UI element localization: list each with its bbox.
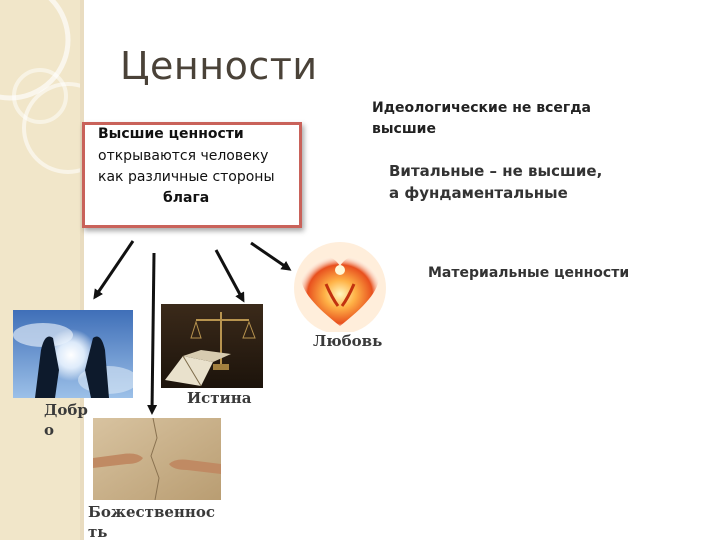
- label-dobro-1: Добр: [44, 401, 88, 419]
- vital-line-2: а фундаментальные: [389, 184, 568, 202]
- label-istina: Истина: [187, 389, 252, 407]
- arrow-to-dobro: [93, 240, 135, 300]
- arrow-to-istina: [214, 249, 245, 303]
- material-values: Материальные ценности: [428, 265, 630, 281]
- decorative-sidebar: [0, 0, 114, 540]
- slide-title: Ценности: [120, 44, 318, 88]
- label-dobro-2: о: [44, 421, 55, 439]
- lyubov-heart-image: [292, 240, 388, 332]
- vital-line-1: Витальные – не высшие,: [389, 162, 603, 180]
- label-bozhestvennost-2: ть: [88, 523, 108, 541]
- box-line-2: открываются человеку: [98, 148, 269, 164]
- bozhestvennost-image: [93, 418, 221, 500]
- box-line-1: Высшие ценности: [98, 126, 244, 142]
- istina-image: [161, 304, 263, 388]
- arrow-to-bozhestvennost: [147, 252, 158, 415]
- ideological-line-2: высшие: [372, 121, 436, 137]
- arrow-to-lyubov: [250, 241, 292, 271]
- label-lyubov: Любовь: [313, 332, 383, 350]
- dobro-image: [13, 310, 133, 398]
- values-definition-box: [82, 122, 302, 228]
- box-line-4: блага: [163, 190, 210, 206]
- sidebar-divider: [80, 0, 84, 540]
- box-line-3: как различные стороны: [98, 169, 275, 185]
- label-bozhestvennost-1: Божественнос: [88, 503, 216, 521]
- ideological-line-1: Идеологические не всегда: [372, 100, 591, 116]
